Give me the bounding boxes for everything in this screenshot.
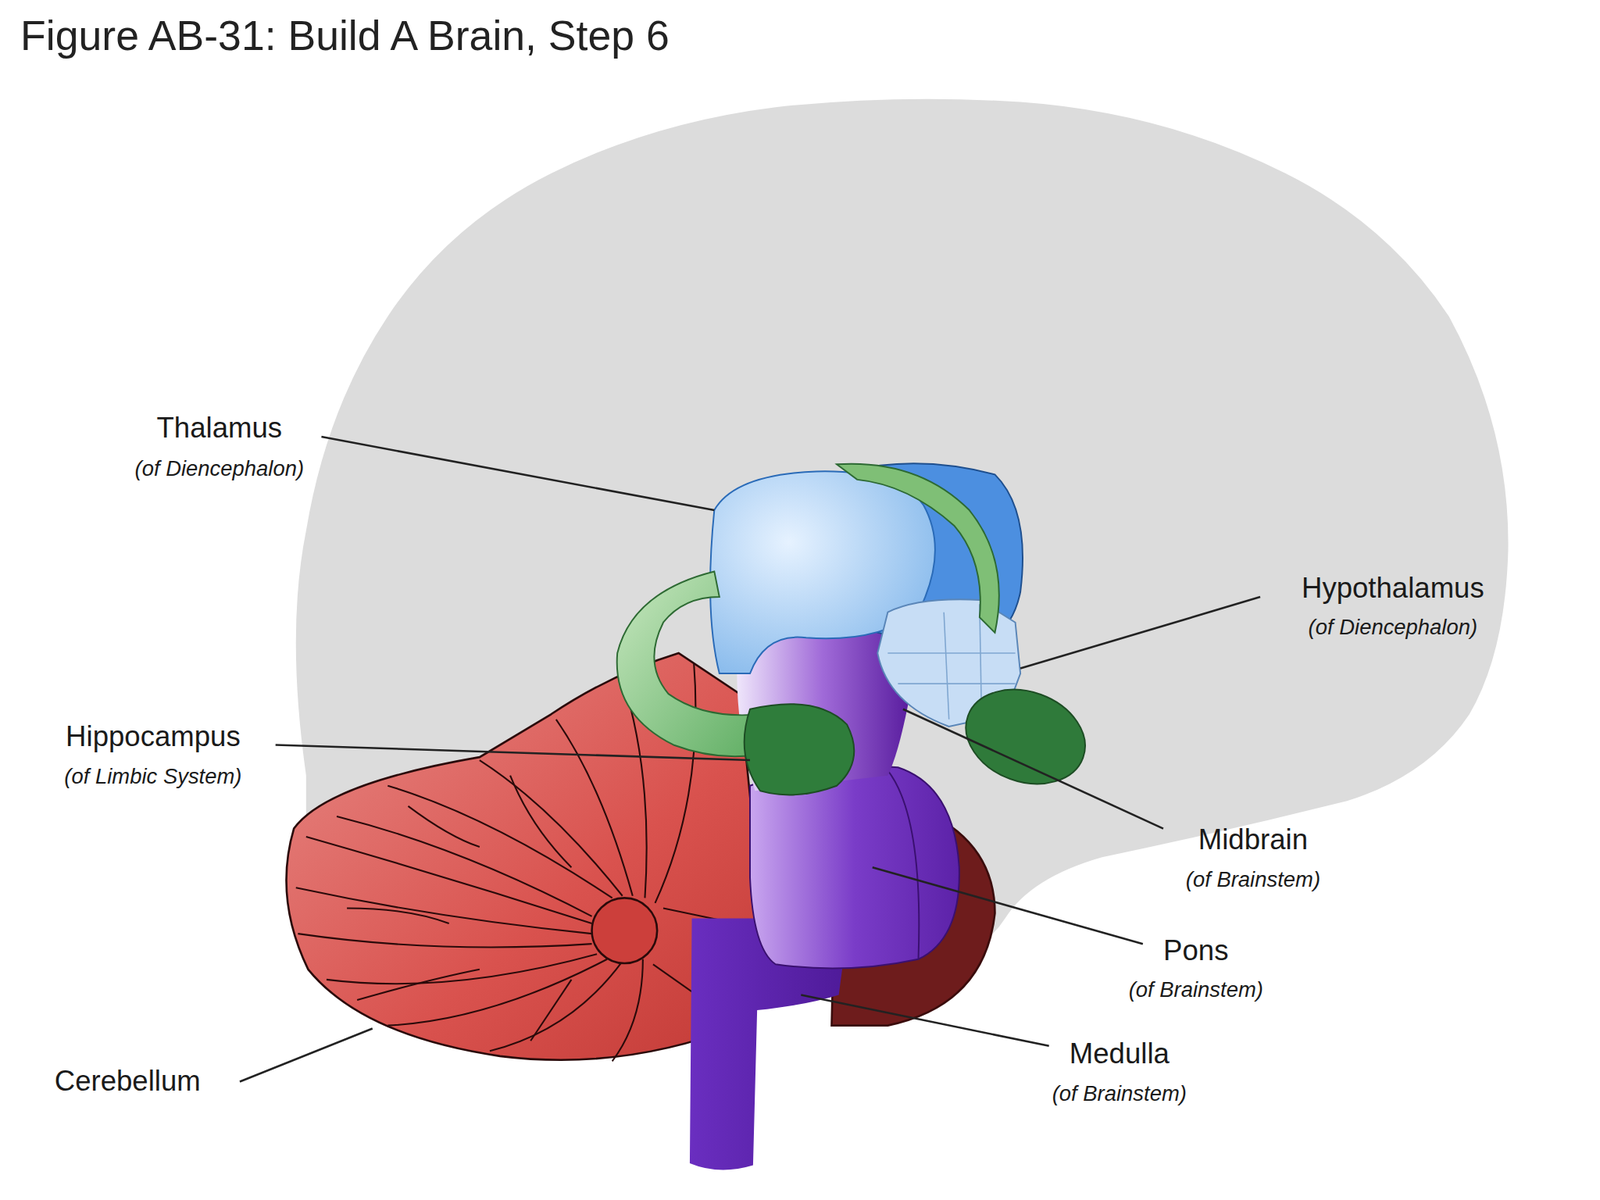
leader-lines [239,436,1261,1082]
part-label: Hippocampus [65,720,241,754]
hippocampus-arc [617,571,761,757]
part-label: Cerebellum [54,1065,201,1099]
pons-contour [887,770,919,960]
part-group-label: (of Diencephalon) [1308,615,1479,640]
hippocampus-tail [744,703,855,795]
cerebellum-vermis [592,897,658,964]
part-group-label: (of Limbic System) [64,764,242,789]
part-label: Medulla [1069,1037,1170,1071]
part-label: Hypothalamus [1301,572,1485,606]
part-group-label: (of Brainstem) [1185,867,1321,892]
pons-shape [750,765,960,968]
fornix-stripe [836,464,1000,633]
amygdala-shape [952,673,1099,800]
part-label: Pons [1163,934,1229,968]
part-group-label: (of Brainstem) [1128,977,1264,1002]
part-label: Midbrain [1198,823,1308,857]
part-group-label: (of Brainstem) [1052,1081,1187,1106]
part-group-label: (of Diencephalon) [135,456,305,481]
part-label: Thalamus [157,412,283,446]
figure-title: Figure AB-31: Build A Brain, Step 6 [20,12,670,61]
